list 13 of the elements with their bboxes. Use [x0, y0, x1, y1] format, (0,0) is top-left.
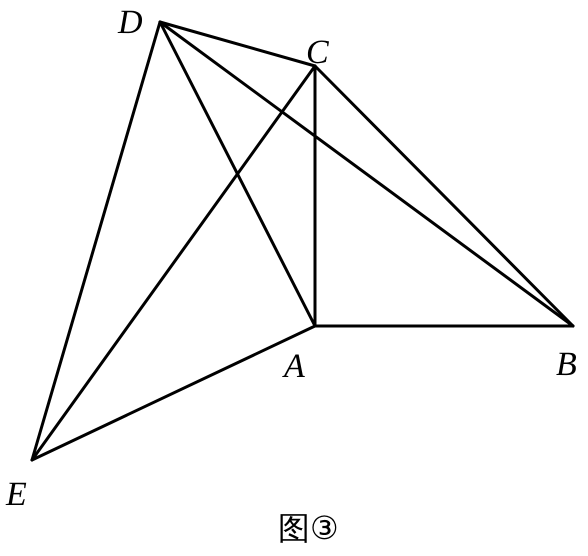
point-label: B [556, 348, 577, 382]
line-segment [30, 20, 162, 462]
line-segment [30, 324, 316, 462]
point-label: D [118, 6, 143, 40]
point-label: A [284, 350, 305, 384]
point-label: E [6, 478, 27, 512]
line-segment [314, 64, 574, 328]
point-label: C [306, 36, 329, 70]
figure-caption: 图③ [278, 510, 339, 546]
line-segment [158, 20, 316, 68]
line-segment [314, 324, 574, 328]
line-segment [158, 20, 316, 328]
line-segment [30, 64, 316, 462]
